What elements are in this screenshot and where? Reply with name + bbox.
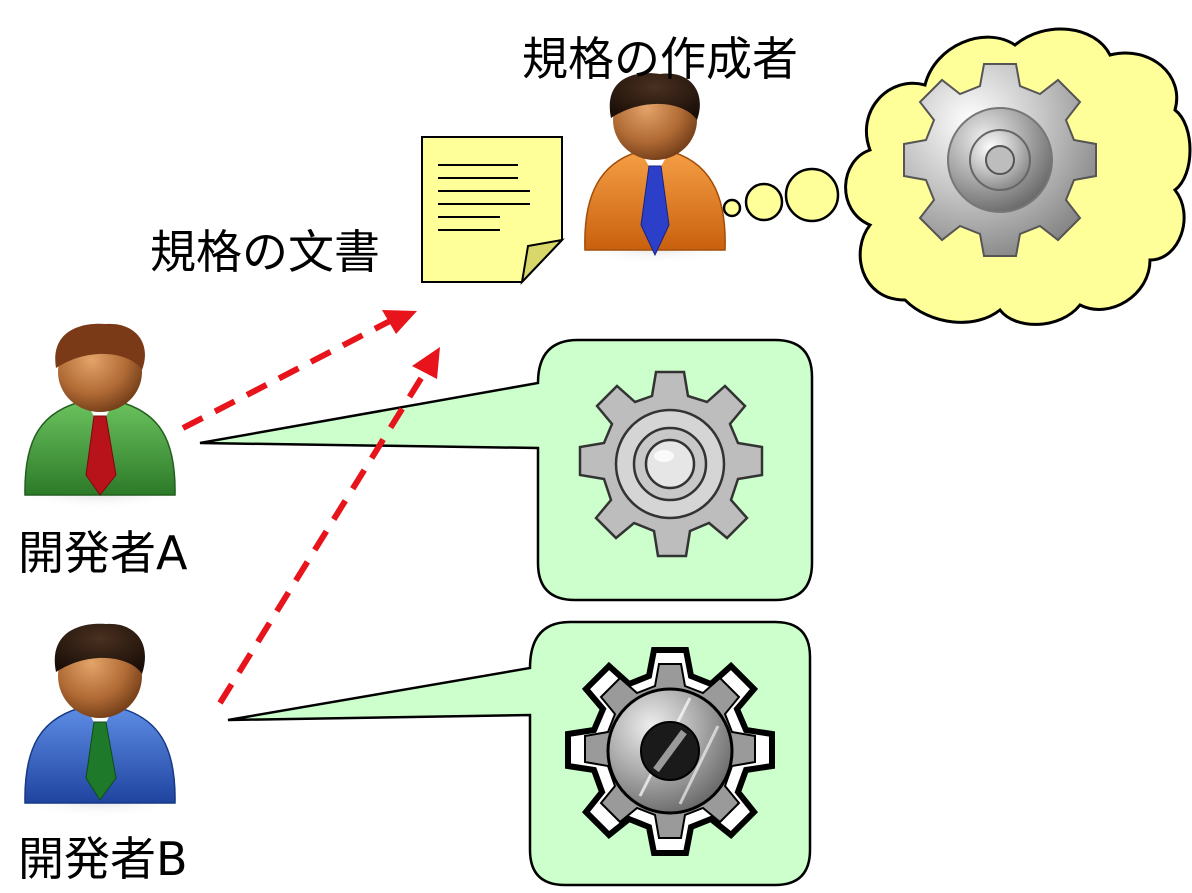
developer-a-to-document-arrow — [181, 310, 417, 431]
document-label: 規格の文書 — [150, 225, 380, 279]
author-person-icon — [575, 73, 735, 265]
thought-cloud — [844, 27, 1192, 326]
thought-bubbles — [722, 167, 840, 223]
developer-a-speech-bubble — [199, 338, 814, 602]
developer-a-label: 開発者A — [18, 526, 188, 580]
developer-b-label: 開発者B — [18, 832, 188, 886]
developer-a-gear-icon — [578, 370, 764, 558]
developer-b-to-document-arrow — [217, 347, 440, 705]
developer-b-person-icon — [12, 623, 188, 818]
author-gear-icon — [903, 63, 1097, 257]
author-label: 規格の作成者 — [522, 32, 798, 86]
document-icon — [421, 136, 565, 286]
developer-b-speech-bubble — [227, 620, 812, 887]
developer-b-gear-icon — [565, 647, 775, 856]
developer-a-person-icon — [12, 323, 188, 510]
